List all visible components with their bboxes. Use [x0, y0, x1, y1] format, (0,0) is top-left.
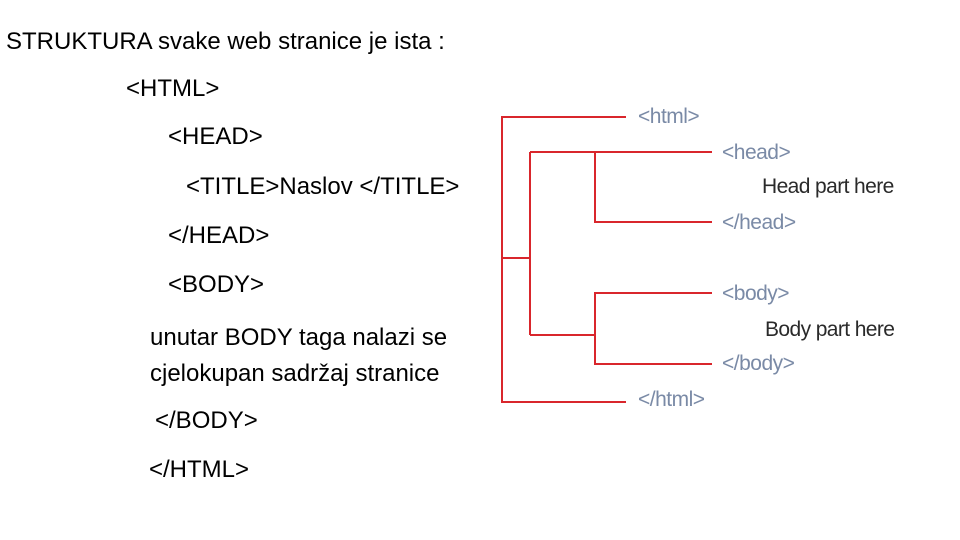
code-body-close: </BODY> [155, 407, 258, 434]
code-title-line: <TITLE>Naslov </TITLE> [186, 173, 460, 200]
body-bracket-line [594, 292, 712, 365]
tag-html-open: <html> [638, 105, 700, 128]
code-body-description: unutar BODY taga nalazi se cjelokupan sa… [150, 320, 447, 392]
code-body-open: <BODY> [168, 271, 265, 298]
code-head-close: </HEAD> [168, 222, 270, 249]
slide-title: STRUKTURA svake web stranice je ista : [6, 28, 445, 55]
tag-body-close: </body> [722, 352, 795, 375]
code-html-open: <HTML> [126, 75, 220, 102]
tag-head-close: </head> [722, 211, 796, 234]
html-bracket-line [501, 116, 626, 403]
code-head-open: <HEAD> [168, 123, 263, 150]
head-bracket-line [594, 151, 712, 223]
tag-head-open: <head> [722, 141, 791, 164]
code-body-text-line-2: cjelokupan sadržaj stranice [150, 360, 440, 387]
head-part-label: Head part here [762, 175, 894, 198]
code-html-close: </HTML> [149, 456, 250, 483]
code-body-text-line-1: unutar BODY taga nalazi se [150, 324, 448, 351]
tag-html-close: </html> [638, 388, 705, 411]
body-part-label: Body part here [765, 318, 895, 341]
tag-body-open: <body> [722, 282, 790, 305]
